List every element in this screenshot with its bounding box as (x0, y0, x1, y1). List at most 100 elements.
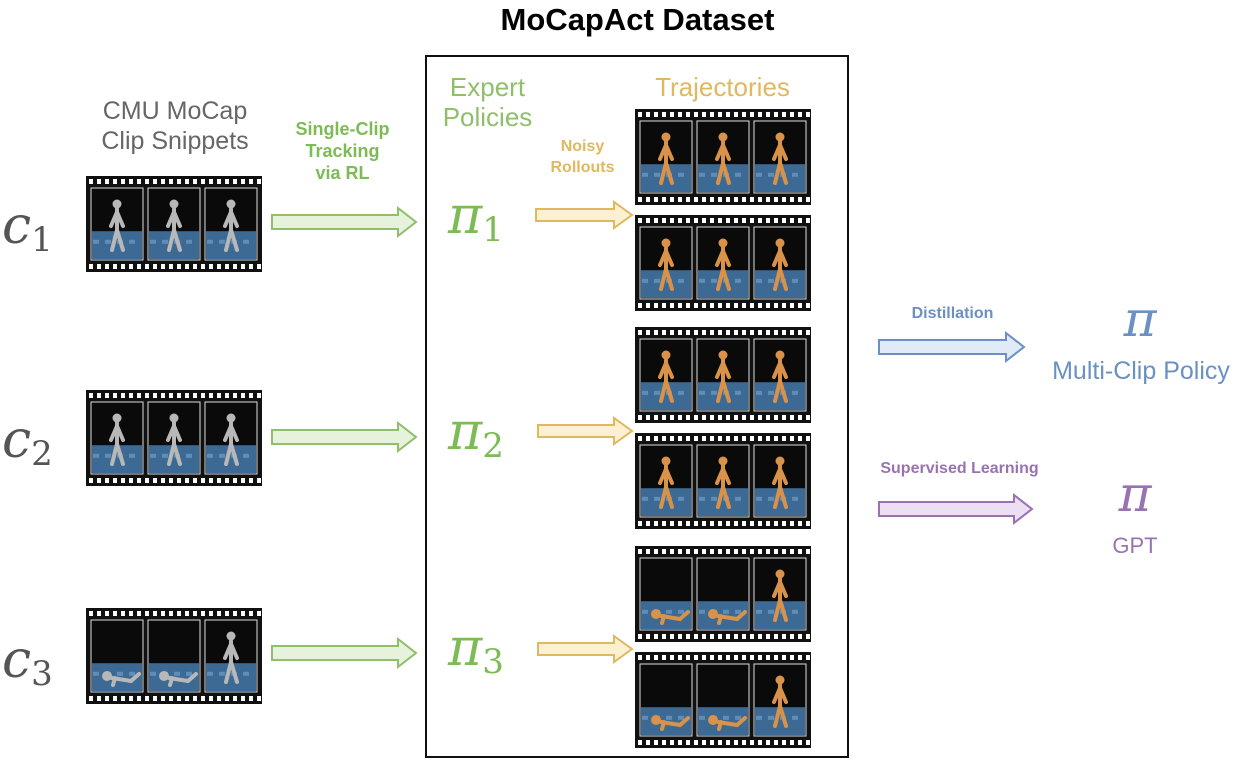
film-frame (753, 120, 807, 194)
pi-symbol: π (448, 402, 483, 462)
clip-symbol: c (2, 630, 32, 690)
green-arrow-2 (271, 420, 418, 454)
trajectory-film-strip-2a (635, 327, 811, 428)
film-frame (753, 663, 807, 737)
supervised-label: Supervised Learning (862, 460, 1057, 478)
pi-index: 1 (482, 210, 504, 250)
film-frame (204, 187, 258, 261)
gold-arrow-3 (537, 634, 634, 664)
clip-symbol: c (2, 410, 32, 470)
film-frame (696, 444, 750, 518)
film-frame (696, 663, 750, 737)
film-strip-graphic (635, 652, 811, 748)
pi-symbol: π (448, 618, 483, 678)
expert-policy-2: π2 (448, 402, 504, 466)
distillation-arrow (878, 330, 1026, 364)
multi-clip-policy-symbol: π (1080, 290, 1200, 348)
film-frame (204, 401, 258, 475)
clip-label-1: c1 (2, 196, 53, 260)
clip-film-strip-2 (86, 390, 262, 491)
film-frame (90, 401, 144, 475)
pi-symbol: π (1118, 465, 1152, 523)
film-frame (753, 338, 807, 412)
green-arrow-1 (271, 205, 418, 239)
film-frame (753, 557, 807, 631)
distillation-label-text: Distillation (911, 305, 994, 322)
trajectory-film-strip-3a (635, 546, 811, 647)
film-strip-graphic (86, 608, 262, 704)
trajectory-film-strip-3b (635, 652, 811, 753)
pi-symbol: π (1123, 290, 1157, 348)
supervised-arrow (878, 492, 1034, 526)
film-frame (639, 338, 693, 412)
title-text: MoCapAct Dataset (500, 2, 775, 37)
clip-index: 3 (31, 654, 53, 694)
trajectory-film-strip-1b (635, 215, 811, 316)
film-frame (147, 187, 201, 261)
film-frame (696, 120, 750, 194)
gpt-label: GPT (1075, 533, 1195, 559)
pi-index: 3 (482, 642, 504, 682)
noisy-label-line-1: Noisy (560, 138, 605, 155)
clip-label-3: c3 (2, 630, 53, 694)
trajectory-film-strip-2b (635, 433, 811, 534)
mocap-header-line-1: CMU MoCap (102, 97, 248, 125)
film-strip-graphic (635, 546, 811, 642)
trajectories-header-text: Trajectories (655, 72, 790, 102)
pi-symbol: π (448, 186, 483, 246)
gpt-symbol: π (1075, 465, 1195, 523)
distillation-label: Distillation (880, 305, 1025, 323)
mocap-header-line-2: Clip Snippets (101, 127, 249, 155)
film-frame (204, 619, 258, 693)
film-frame (753, 444, 807, 518)
dataset-box (425, 55, 849, 758)
tracking-label-line-2: Tracking (305, 141, 380, 161)
film-frame (753, 226, 807, 300)
multi-clip-policy-label: Multi-Clip Policy (1030, 357, 1249, 386)
clip-index: 2 (31, 434, 53, 474)
film-frame (90, 187, 144, 261)
film-frame (696, 226, 750, 300)
film-strip-graphic (635, 327, 811, 423)
clip-film-strip-3 (86, 608, 262, 709)
gold-arrow-1 (535, 200, 634, 230)
clip-symbol: c (2, 196, 32, 256)
expert-policy-1: π1 (448, 186, 504, 250)
gold-arrow-2 (537, 416, 634, 446)
film-strip-graphic (635, 433, 811, 529)
gpt-text: GPT (1112, 533, 1158, 558)
clip-index: 1 (31, 220, 53, 260)
film-strip-graphic (635, 109, 811, 205)
supervised-label-text: Supervised Learning (880, 460, 1039, 477)
pi-index: 2 (482, 426, 504, 466)
noisy-label-line-2: Rollouts (550, 159, 615, 176)
mocap-header: CMU MoCap Clip Snippets (80, 96, 270, 156)
tracking-label: Single-Clip Tracking via RL (270, 118, 415, 184)
trajectory-film-strip-1a (635, 109, 811, 210)
clip-label-2: c2 (2, 410, 53, 474)
clip-film-strip-1 (86, 176, 262, 277)
expert-header-line-2: Policies (442, 102, 533, 132)
film-frame (639, 557, 693, 631)
expert-header: Expert Policies (425, 72, 550, 132)
expert-header-line-1: Expert (449, 72, 526, 102)
film-frame (696, 338, 750, 412)
film-frame (147, 401, 201, 475)
film-frame (639, 226, 693, 300)
trajectories-header: Trajectories (630, 72, 815, 102)
film-frame (147, 619, 201, 693)
film-frame (639, 120, 693, 194)
film-strip-graphic (86, 176, 262, 272)
film-frame (639, 444, 693, 518)
green-arrow-3 (271, 636, 418, 670)
tracking-label-line-1: Single-Clip (295, 119, 390, 139)
film-strip-graphic (86, 390, 262, 486)
tracking-label-line-3: via RL (315, 163, 370, 183)
film-frame (639, 663, 693, 737)
multi-clip-policy-text: Multi-Clip Policy (1052, 357, 1230, 385)
expert-policy-3: π3 (448, 618, 504, 682)
film-strip-graphic (635, 215, 811, 311)
film-frame (696, 557, 750, 631)
film-frame (90, 619, 144, 693)
